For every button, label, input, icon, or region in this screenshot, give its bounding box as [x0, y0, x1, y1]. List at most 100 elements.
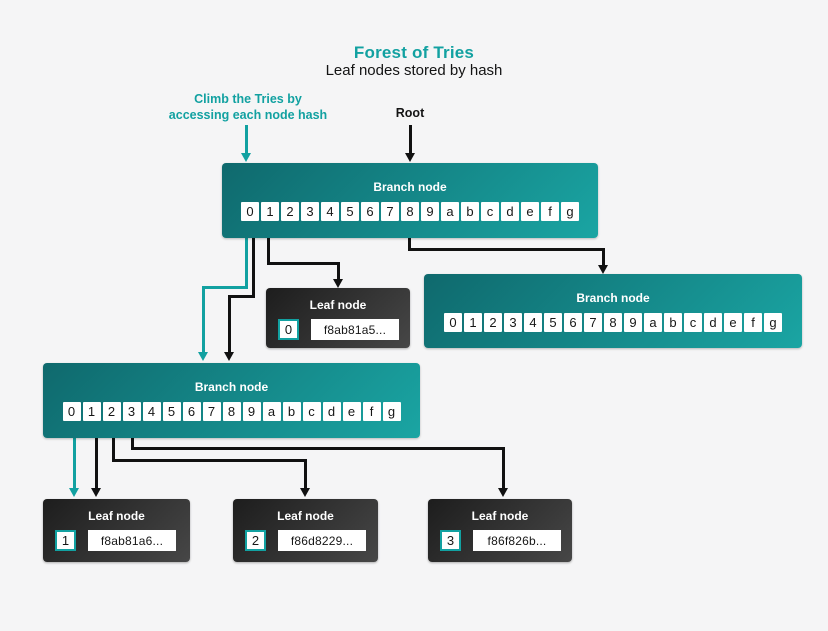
- edge-cell0-left-branch-v1: [251, 237, 255, 297]
- branch-cell: e: [342, 402, 361, 421]
- branch-cell: a: [262, 402, 281, 421]
- leaf-index-cell: 0: [278, 319, 299, 340]
- edge-left1-leaf1-v: [94, 437, 98, 488]
- branch-cell: 0: [444, 313, 462, 332]
- edge-root0-left-branch-h: [201, 285, 248, 289]
- branch-cell: 6: [361, 202, 379, 221]
- branch-cell: 3: [504, 313, 522, 332]
- branch-cell: b: [664, 313, 682, 332]
- leaf-node-label: Leaf node: [309, 298, 367, 312]
- branch-cell: 1: [82, 402, 101, 421]
- branch-node-label: Branch node: [194, 380, 269, 394]
- branch-cell: 6: [182, 402, 201, 421]
- branch-cell: e: [724, 313, 742, 332]
- edge-left3-leaf3-h: [130, 446, 505, 450]
- leaf-node-3: Leaf node 3 f86f826b...: [428, 499, 572, 562]
- branch-cell: g: [764, 313, 782, 332]
- branch-cell: 3: [122, 402, 141, 421]
- branch-cell: 1: [261, 202, 279, 221]
- branch-cell: 0: [241, 202, 259, 221]
- branch-cell: d: [704, 313, 722, 332]
- branch-cell: f: [362, 402, 381, 421]
- edge-cell0-left-branch-v2: [227, 294, 231, 353]
- root-arrow-line: [408, 125, 412, 153]
- page-subtitle: Leaf nodes stored by hash: [325, 62, 503, 79]
- edge-left2-leaf2-arrow-icon: [299, 488, 310, 497]
- branch-cell: a: [644, 313, 662, 332]
- branch-cell: 4: [321, 202, 339, 221]
- edge-left3-leaf3-arrow-icon: [497, 488, 508, 497]
- branch-cell: a: [441, 202, 459, 221]
- branch-cell: g: [561, 202, 579, 221]
- leaf-node-0: Leaf node 0 f8ab81a5...: [266, 288, 410, 348]
- branch-cell: f: [541, 202, 559, 221]
- branch-cell: 2: [281, 202, 299, 221]
- branch-cell: 7: [202, 402, 221, 421]
- branch-cell: 5: [544, 313, 562, 332]
- edge-root0-left-branch-arrow-icon: [197, 352, 208, 361]
- leaf-node-label: Leaf node: [88, 509, 145, 523]
- branch-cell: 9: [242, 402, 261, 421]
- edge-root0-left-branch-v1: [244, 237, 248, 288]
- page-title: Forest of Tries: [353, 43, 475, 62]
- branch-cell: 2: [484, 313, 502, 332]
- edge-cell8-right-branch-v2: [601, 248, 605, 265]
- edge-cell8-right-branch-v1: [407, 237, 411, 251]
- edge-left3-leaf3-v1: [130, 437, 134, 450]
- edge-cell8-right-branch-h: [407, 248, 605, 251]
- branch-cell: f: [744, 313, 762, 332]
- branch-cell: 4: [524, 313, 542, 332]
- leaf-node-1: Leaf node 1 f8ab81a6...: [43, 499, 190, 562]
- climb-arrow-line: [245, 125, 248, 153]
- edge-cell0-left-branch-arrow-icon: [223, 352, 234, 361]
- branch-cell: 1: [464, 313, 482, 332]
- branch-cell: 2: [102, 402, 121, 421]
- leaf-node-label: Leaf node: [471, 509, 529, 523]
- branch-cell: 9: [421, 202, 439, 221]
- branch-cell: c: [302, 402, 321, 421]
- leaf-hash-box: f86d8229...: [278, 530, 366, 551]
- branch-cell: 8: [604, 313, 622, 332]
- branch-cell: b: [461, 202, 479, 221]
- edge-cell1-leaf0-h: [266, 262, 340, 265]
- branch-cell: 9: [624, 313, 642, 332]
- leaf-index-cell: 3: [440, 530, 461, 551]
- branch-cell: 5: [162, 402, 181, 421]
- edge-root0-left-branch-v2: [201, 285, 205, 353]
- leaf-hash-box: f86f826b...: [473, 530, 561, 551]
- climb-annotation: Climb the Tries by accessing each node h…: [168, 92, 328, 123]
- branch-cell: 7: [584, 313, 602, 332]
- branch-cell: 7: [381, 202, 399, 221]
- leaf-node-2: Leaf node 2 f86d8229...: [233, 499, 378, 562]
- climb-arrow-down-icon: [241, 153, 251, 162]
- leaf-index-cell: 2: [245, 530, 266, 551]
- root-arrow-down-icon: [404, 153, 415, 162]
- branch-cell: 8: [222, 402, 241, 421]
- edge-cell8-right-branch-arrow-icon: [597, 265, 608, 274]
- edge-left0-leaf1-v: [72, 437, 76, 488]
- edge-left3-leaf3-v2: [501, 446, 505, 488]
- branch-cell: d: [322, 402, 341, 421]
- edge-left0-leaf1-arrow-icon: [68, 488, 79, 497]
- root-annotation: Root: [395, 106, 425, 120]
- branch-cell: e: [521, 202, 539, 221]
- branch-cell: 3: [301, 202, 319, 221]
- branch-node-label: Branch node: [373, 180, 447, 194]
- edge-left1-leaf1-arrow-icon: [90, 488, 101, 497]
- branch-node-label: Branch node: [576, 291, 650, 305]
- branch-cell: c: [481, 202, 499, 221]
- edge-cell1-leaf0-v2: [336, 262, 340, 279]
- edge-left2-leaf2-h: [111, 459, 307, 462]
- branch-cell: g: [382, 402, 401, 421]
- edge-cell1-leaf0-v1: [266, 237, 270, 265]
- branch-cell: 6: [564, 313, 582, 332]
- branch-cell: c: [684, 313, 702, 332]
- leaf-hash-box: f8ab81a6...: [88, 530, 176, 551]
